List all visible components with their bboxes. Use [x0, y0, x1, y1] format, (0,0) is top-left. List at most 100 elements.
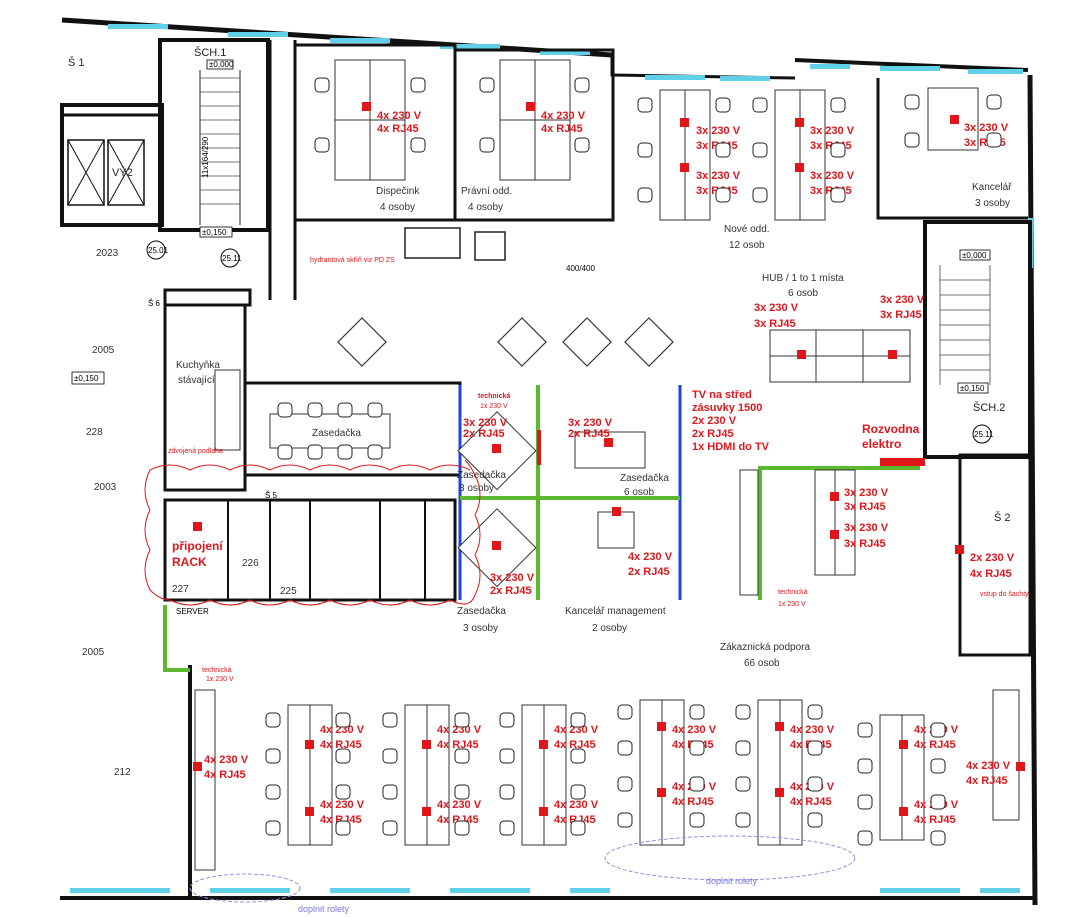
chair-icon [735, 704, 751, 720]
rack-line1: připojení [172, 539, 223, 553]
room-2023: 2023 [96, 248, 119, 259]
blind-cloud-1 [189, 873, 301, 903]
chair-icon [314, 77, 330, 93]
socket-podpora-r2 [830, 530, 839, 539]
chair-icon [689, 812, 705, 828]
podpora-right-power: 2x 230 V [970, 552, 1015, 564]
chair-icon [689, 776, 705, 792]
tv-sub: zásuvky 1500 [692, 402, 762, 414]
chair-icon [617, 704, 633, 720]
tag-400: 400/400 [566, 264, 595, 273]
chair-icon [830, 142, 846, 158]
zas3-data: 2x RJ45 [490, 585, 532, 597]
zas6-power: 3x 230 V [568, 417, 613, 429]
chair-icon [335, 748, 351, 764]
chair-icon [857, 758, 873, 774]
server-note: SERVER [176, 607, 209, 616]
mgmt-data: 2x RJ45 [628, 566, 670, 578]
chair-icon [307, 444, 323, 460]
chair-icon [617, 740, 633, 756]
socket-hub-2 [888, 350, 897, 359]
podpora-capacity: 66 osob [744, 658, 780, 669]
zas2-capacity: 3 osoby [459, 483, 494, 494]
stairs-right-level2: ±0,150 [960, 384, 985, 393]
hub-data-2: 3x RJ45 [880, 309, 922, 321]
podpora-far-data: 4x RJ45 [966, 775, 1008, 787]
tv-title: TV na střed [692, 389, 752, 401]
shaft-s1: Š 1 [68, 56, 85, 69]
podpora-c1-data-a: 4x RJ45 [320, 739, 362, 751]
rack-line2: RACK [172, 555, 207, 569]
podpora-c5-data-b: 4x RJ45 [790, 796, 832, 808]
chair-icon [986, 132, 1002, 148]
chair-icon [570, 820, 586, 836]
podpora-c3-power-a: 4x 230 V [554, 724, 599, 736]
hub-power-2: 3x 230 V [880, 294, 925, 306]
tag-2511-b: 25.11 [974, 430, 994, 439]
chair-icon [454, 748, 470, 764]
chair-icon [637, 187, 653, 203]
podpora-name: Zákaznická podpora [720, 642, 810, 653]
hub-capacity: 6 osob [788, 288, 818, 299]
podpora-rt-power-2: 3x 230 V [844, 522, 889, 534]
nove-capacity: 12 osob [729, 240, 765, 251]
hydrant-note: hydrantová skříň viz PD ZS [310, 257, 395, 264]
shaft-s6: Š 6 [148, 299, 161, 308]
room-2005-b: 2005 [82, 647, 105, 658]
chair-icon [715, 97, 731, 113]
chair-icon [617, 812, 633, 828]
socket-nove-1 [680, 118, 689, 127]
chair-icon [307, 402, 323, 418]
chair-icon [735, 776, 751, 792]
podpora-c3-power-b: 4x 230 V [554, 799, 599, 811]
room-212: 212 [114, 767, 131, 778]
zas3-name: Zasedačka [457, 606, 506, 617]
socket-podpora-r1 [830, 492, 839, 501]
chair-icon [715, 142, 731, 158]
dispecink-data: 4x RJ45 [377, 123, 419, 135]
technicka-title-2: technická [778, 589, 808, 596]
podpora-c1-power-b: 4x 230 V [320, 799, 365, 811]
hub-power-1: 3x 230 V [754, 302, 799, 314]
kitchen-meeting [163, 303, 462, 492]
room-2005-a: 2005 [92, 345, 115, 356]
socket-zas2 [492, 444, 501, 453]
room-225: 225 [280, 586, 297, 597]
chairs [265, 77, 1002, 846]
chair-icon [265, 748, 281, 764]
socket-nove-4 [795, 163, 804, 172]
socket-kancelar [950, 115, 959, 124]
stairs-left-level2: ±0,150 [202, 228, 227, 237]
chair-icon [265, 712, 281, 728]
pravni-power: 4x 230 V [541, 110, 586, 122]
technicka-title-3: technická [202, 667, 232, 674]
level-mark-1: ±0,150 [74, 374, 99, 383]
chair-icon [570, 748, 586, 764]
socket-nove-3 [795, 118, 804, 127]
kancelar-room [876, 78, 1028, 220]
podpora-c1-data-b: 4x RJ45 [320, 814, 362, 826]
hub-name: HUB / 1 to 1 místa [762, 273, 844, 284]
socket-shaft [955, 545, 964, 554]
tv-power: 2x 230 V [692, 415, 737, 427]
chair-icon [277, 402, 293, 418]
chair-icon [454, 712, 470, 728]
chair-icon [337, 402, 353, 418]
socket-nove-2 [680, 163, 689, 172]
podpora-c1-power-a: 4x 230 V [320, 724, 365, 736]
chair-icon [499, 784, 515, 800]
podpora-far-power: 4x 230 V [966, 760, 1011, 772]
chair-icon [454, 820, 470, 836]
chair-icon [735, 812, 751, 828]
chair-icon [570, 712, 586, 728]
chair-icon [367, 444, 383, 460]
podpora-sockets [193, 722, 1025, 816]
blinds-label-1: doplnit rolety [298, 904, 350, 914]
chair-icon [314, 137, 330, 153]
dispecink-power: 4x 230 V [377, 110, 422, 122]
nove-odd-desks [659, 89, 826, 221]
chair-icon [830, 97, 846, 113]
stairs-left-flight: 11x164/290 [201, 136, 210, 178]
blind-cloud-2 [604, 835, 856, 881]
stairs-right-label: ŠCH.2 [973, 401, 1005, 414]
